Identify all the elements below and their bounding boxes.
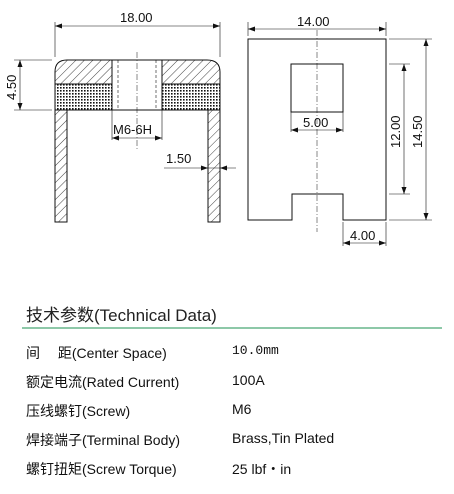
right-leg — [207, 109, 221, 223]
spec-label: 额定电流(Rated Current) — [26, 374, 180, 390]
dim-thread: M6-6H — [113, 122, 152, 137]
dim-leg: 4.00 — [350, 228, 375, 243]
front-view: 14.00 5.00 12.00 14.50 4.00 — [247, 14, 432, 246]
dim-slot: 5.00 — [303, 115, 328, 130]
technical-drawing: 18.00 4.50 M6-6H 1.50 14.00 5.00 — [4, 10, 432, 246]
dim-width-right: 14.00 — [297, 14, 330, 29]
dim-total-height: 14.50 — [410, 115, 425, 148]
spec-label: 焊接端子(Terminal Body) — [26, 432, 181, 448]
left-leg — [54, 109, 68, 223]
dim-inner-height: 12.00 — [388, 115, 403, 148]
spec-label: 压线螺钉(Screw) — [26, 403, 131, 419]
dim-width-left: 18.00 — [120, 10, 153, 25]
title-divider — [22, 327, 442, 329]
dim-height-left: 4.50 — [4, 75, 19, 100]
spec-value: Brass,Tin Plated — [232, 430, 335, 446]
spec-value: 25 lbf・in — [232, 461, 292, 477]
spec-value: 100A — [232, 372, 265, 388]
spec-label: 间 距(Center Space) — [26, 345, 167, 361]
section-title: 技术参数(Technical Data) — [26, 306, 217, 325]
dim-wall: 1.50 — [166, 151, 191, 166]
side-view: 18.00 4.50 M6-6H 1.50 — [4, 10, 236, 223]
spec-label: 螺钉扭矩(Screw Torque) — [26, 461, 177, 477]
spec-value: 10.0mm — [232, 343, 279, 358]
spec-value: M6 — [232, 401, 252, 417]
